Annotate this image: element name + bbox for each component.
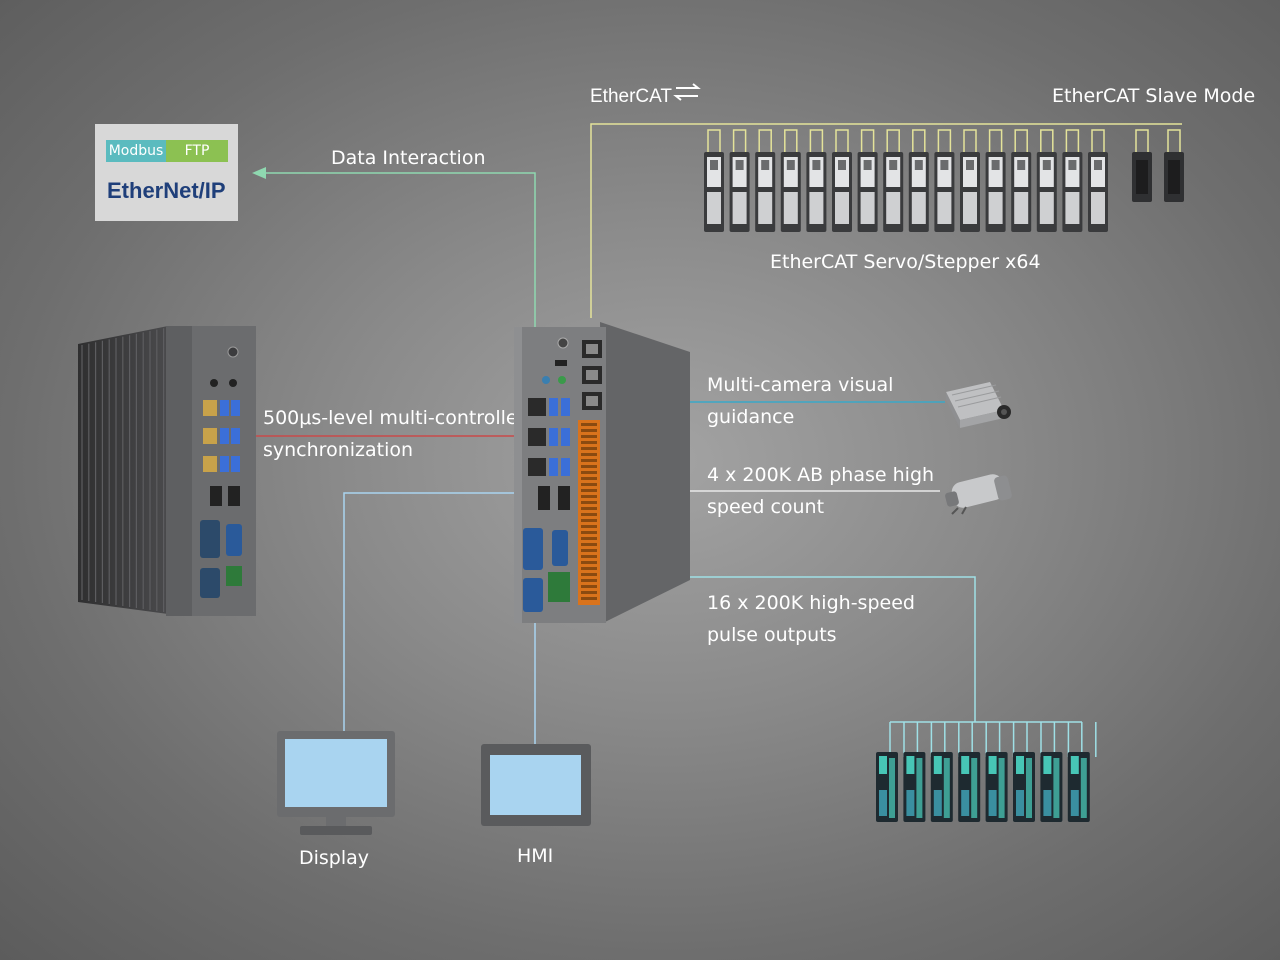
ethercat-logo-text: EtherCAT xyxy=(590,86,673,107)
pulse-drive xyxy=(958,752,981,822)
servo-drive xyxy=(985,152,1006,232)
data-interaction-label: Data Interaction xyxy=(331,147,486,169)
servo-drive xyxy=(908,152,929,232)
pulse-drive xyxy=(930,752,953,822)
ethercat-bus-drop xyxy=(886,129,900,152)
ethercat-bus-drop xyxy=(1040,129,1054,152)
ethercat-servo-label: EtherCAT Servo/Stepper x64 xyxy=(770,251,1041,273)
ethercat-bus-drop xyxy=(1065,129,1080,152)
ethercat-bus-drop xyxy=(937,129,952,152)
servo-drive xyxy=(1036,152,1057,232)
servo-drive xyxy=(704,152,724,232)
ethercat-bus-drop xyxy=(1167,129,1181,152)
pulse-drive xyxy=(876,752,898,822)
sync-label-line2: synchronization xyxy=(263,439,414,461)
sync-label-line1: 500μs-level multi-controller xyxy=(263,407,526,429)
ethercat-bus-drop xyxy=(963,129,977,152)
ethernet-ip-logo: EtherNet/IP xyxy=(107,178,226,203)
slave-mode-device xyxy=(1132,152,1152,202)
servo-drive xyxy=(1062,152,1083,232)
ethercat-slave-mode-label: EtherCAT Slave Mode xyxy=(1052,85,1256,107)
ethercat-bus-drop xyxy=(809,129,824,152)
pulse-drive xyxy=(903,752,926,822)
ethercat-logo: EtherCAT xyxy=(590,86,672,108)
camera-label-line2: guidance xyxy=(707,406,795,428)
servo-drive xyxy=(857,152,878,232)
ethercat-bus-drop xyxy=(784,129,798,152)
modbus-tag: Modbus xyxy=(106,140,166,162)
count-label-line2: speed count xyxy=(707,496,825,518)
servo-drive xyxy=(934,152,955,232)
servo-drive xyxy=(1011,152,1032,232)
ethercat-bus-drop xyxy=(1135,129,1149,152)
ftp-tag: FTP xyxy=(166,140,228,162)
ethercat-bus-drop xyxy=(912,129,926,152)
ethercat-bus-drop xyxy=(732,129,747,152)
ethercat-line xyxy=(590,123,1182,318)
pulse-drive xyxy=(985,752,1008,822)
servo-drive xyxy=(729,152,750,232)
count-label-line1: 4 x 200K AB phase high xyxy=(707,464,935,486)
ethercat-bus-drop xyxy=(835,129,849,152)
pulse-drive xyxy=(1013,752,1035,822)
protocol-logo-box: Modbus FTP EtherNet/IP xyxy=(95,124,238,221)
servo-drive xyxy=(755,152,776,232)
hmi-label: HMI xyxy=(517,845,554,867)
display-line xyxy=(343,492,540,736)
slave-mode-device xyxy=(1164,152,1184,202)
pulse-drive xyxy=(1067,752,1090,822)
servo-drive xyxy=(832,152,852,232)
ethercat-bus-drop xyxy=(1014,129,1028,152)
ethercat-bus-drop xyxy=(988,129,1003,152)
servo-drive xyxy=(883,152,904,232)
servo-drive xyxy=(806,152,827,232)
pulse-drive xyxy=(1040,752,1063,822)
ethercat-bus-drop xyxy=(1091,129,1105,152)
servo-drive xyxy=(780,152,801,232)
display-label: Display xyxy=(299,847,370,869)
pulse-label-line2: pulse outputs xyxy=(707,624,837,646)
pulse-label-line1: 16 x 200K high-speed xyxy=(707,592,915,614)
servo-drive xyxy=(960,152,980,232)
ethercat-bus-drop xyxy=(758,129,772,152)
camera-label-line1: Multi-camera visual xyxy=(707,374,894,396)
data-interaction-arrowhead xyxy=(252,167,266,179)
ethercat-bus-drop xyxy=(860,129,875,152)
ethercat-bus-drop xyxy=(707,129,721,152)
servo-drive xyxy=(1088,152,1108,232)
pulse-line xyxy=(583,576,976,722)
